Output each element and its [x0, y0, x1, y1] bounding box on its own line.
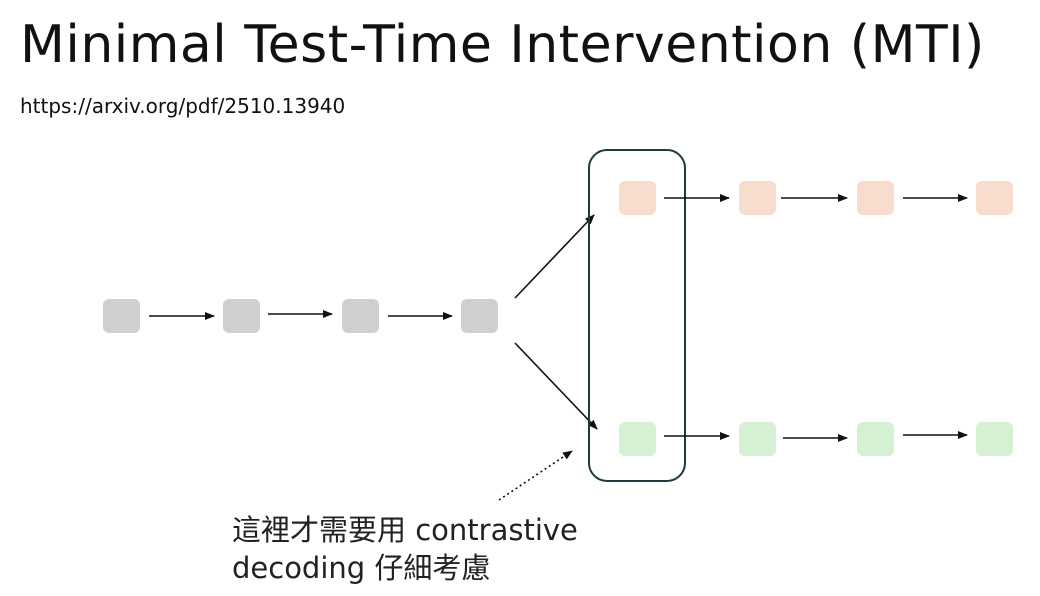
slide-title: Minimal Test-Time Intervention (MTI)	[20, 15, 985, 75]
gray-node-1	[103, 299, 140, 333]
annotation-line-2: decoding 仔細考慮	[232, 551, 491, 585]
gray-node-4	[461, 299, 498, 333]
decision-highlight-box	[588, 149, 686, 482]
green-node-4	[976, 422, 1013, 456]
annotation-note: 這裡才需要用 contrastive decoding 仔細考慮	[232, 511, 578, 587]
annotation-line-1: 這裡才需要用 contrastive	[232, 513, 578, 547]
note-pointer-arrow	[498, 450, 573, 501]
branch-arrow-down	[514, 342, 598, 430]
paper-url[interactable]: https://arxiv.org/pdf/2510.13940	[20, 94, 346, 118]
orange-node-2	[739, 181, 776, 215]
orange-node-4	[976, 181, 1013, 215]
orange-node-3	[857, 181, 894, 215]
orange-node-1	[619, 181, 656, 215]
gray-node-3	[342, 299, 379, 333]
green-node-1	[619, 422, 656, 456]
gray-node-2	[223, 299, 260, 333]
green-node-2	[739, 422, 776, 456]
green-node-3	[857, 422, 894, 456]
branch-arrow-up	[514, 214, 595, 299]
